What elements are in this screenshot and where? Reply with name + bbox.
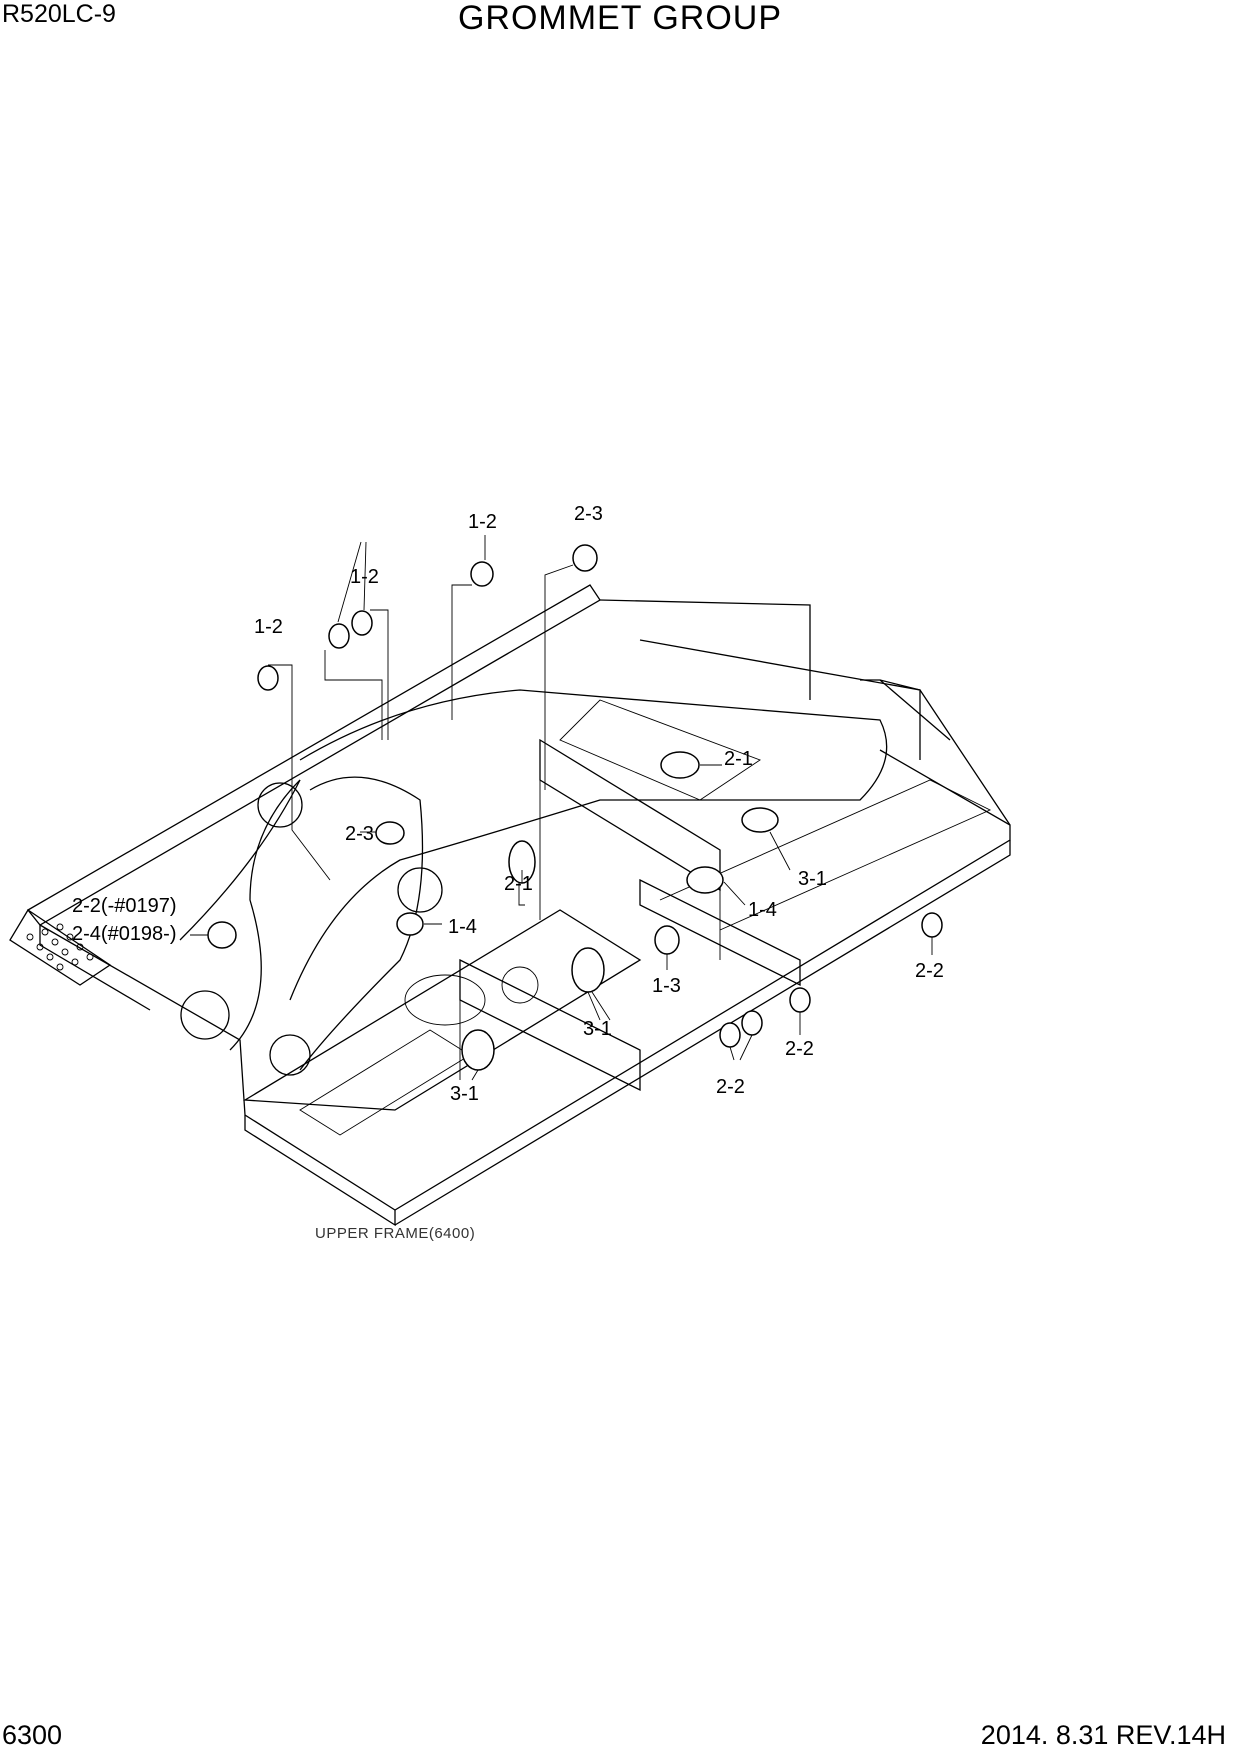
- diagram-caption: UPPER FRAME(6400): [315, 1225, 475, 1242]
- callout-1-4-b: 1-4: [748, 899, 777, 921]
- callout-1-2-a: 1-2: [254, 616, 283, 638]
- callout-2-2-a: 2-2: [915, 960, 944, 982]
- step-holes: [26, 923, 94, 971]
- callout-1-2-b: 1-2: [350, 566, 379, 588]
- callout-1-4-a: 1-4: [448, 916, 477, 938]
- page-title: GROMMET GROUP: [457, 0, 783, 37]
- callout-3-1-c: 3-1: [450, 1083, 479, 1105]
- callout-2-4-0198: 2-4(#0198-): [72, 923, 177, 945]
- page-number: 6300: [2, 1720, 63, 1750]
- callout-2-2-0197: 2-2(-#0197): [72, 895, 177, 917]
- callout-2-3-a: 2-3: [574, 503, 603, 525]
- callout-2-1-a: 2-1: [724, 748, 753, 770]
- callout-1-3: 1-3: [652, 975, 681, 997]
- callout-3-1-b: 3-1: [583, 1018, 612, 1040]
- revision-date: 2014. 8.31 REV.14H: [980, 1720, 1226, 1750]
- callout-1-2-c: 1-2: [468, 511, 497, 533]
- callout-2-2-c: 2-2: [716, 1076, 745, 1098]
- callout-2-1-b: 2-1: [504, 873, 533, 895]
- leader-lines: [190, 535, 933, 1081]
- model-number: R520LC-9: [2, 0, 116, 28]
- callout-2-3-b: 2-3: [345, 823, 374, 845]
- grommets: [207, 544, 943, 1071]
- callout-labels: 1-2 1-2 1-2 2-3 2-1 2-3 2-1 3-1 1-4 1-4 …: [72, 503, 944, 1105]
- callout-3-1-a: 3-1: [798, 868, 827, 890]
- callout-2-2-b: 2-2: [785, 1038, 814, 1060]
